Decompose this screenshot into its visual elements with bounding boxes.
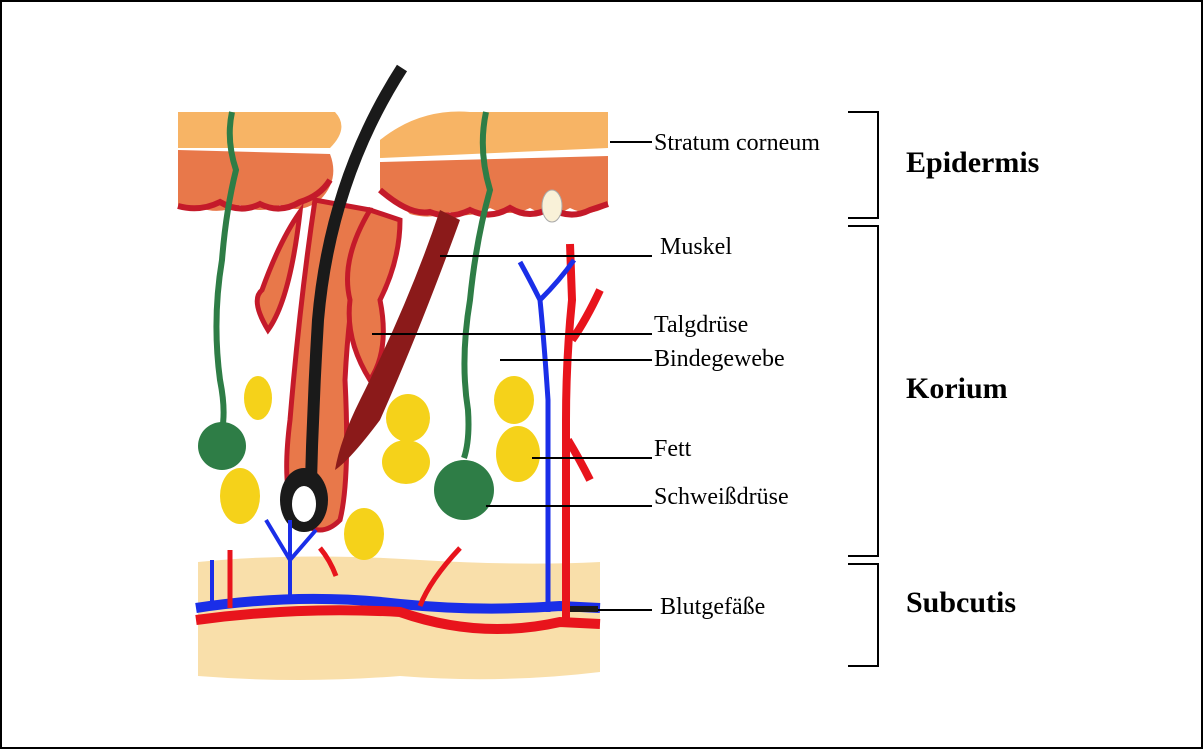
- region-epidermis: Epidermis: [906, 146, 1039, 179]
- bracket-korium: [848, 226, 878, 556]
- fat-lobule: [344, 508, 384, 560]
- epidermis-layer: [178, 150, 333, 211]
- label-stratum-corneum: Stratum corneum: [654, 130, 820, 156]
- fat-lobule: [496, 426, 540, 482]
- label-bindegewebe: Bindegewebe: [654, 346, 785, 372]
- bracket-epidermis: [848, 112, 878, 218]
- label-muskel: Muskel: [660, 234, 732, 260]
- fat-lobule: [220, 468, 260, 524]
- label-talgdruese: Talgdrüse: [654, 312, 748, 338]
- epidermis-layer-right: [380, 156, 608, 217]
- sweat-gland-right: [434, 460, 494, 520]
- fat-lobule: [244, 376, 272, 420]
- fat-lobule: [386, 394, 430, 442]
- label-blutgefaesse: Blutgefäße: [660, 594, 765, 620]
- fat-lobule: [542, 190, 562, 222]
- fat-lobule: [382, 440, 430, 484]
- hair-papilla: [292, 486, 316, 522]
- bracket-subcutis: [848, 564, 878, 666]
- label-schweissdruese: Schweißdrüse: [654, 484, 789, 510]
- sweat-gland-left: [198, 422, 246, 470]
- stratum-corneum-layer: [178, 112, 341, 148]
- blood-vessel-end: [570, 606, 598, 612]
- stratum-corneum-layer-right: [380, 112, 608, 158]
- region-subcutis: Subcutis: [906, 586, 1016, 619]
- hair-follicle: [257, 212, 300, 330]
- fat-lobule: [494, 376, 534, 424]
- region-korium: Korium: [906, 372, 1008, 405]
- label-fett: Fett: [654, 436, 692, 462]
